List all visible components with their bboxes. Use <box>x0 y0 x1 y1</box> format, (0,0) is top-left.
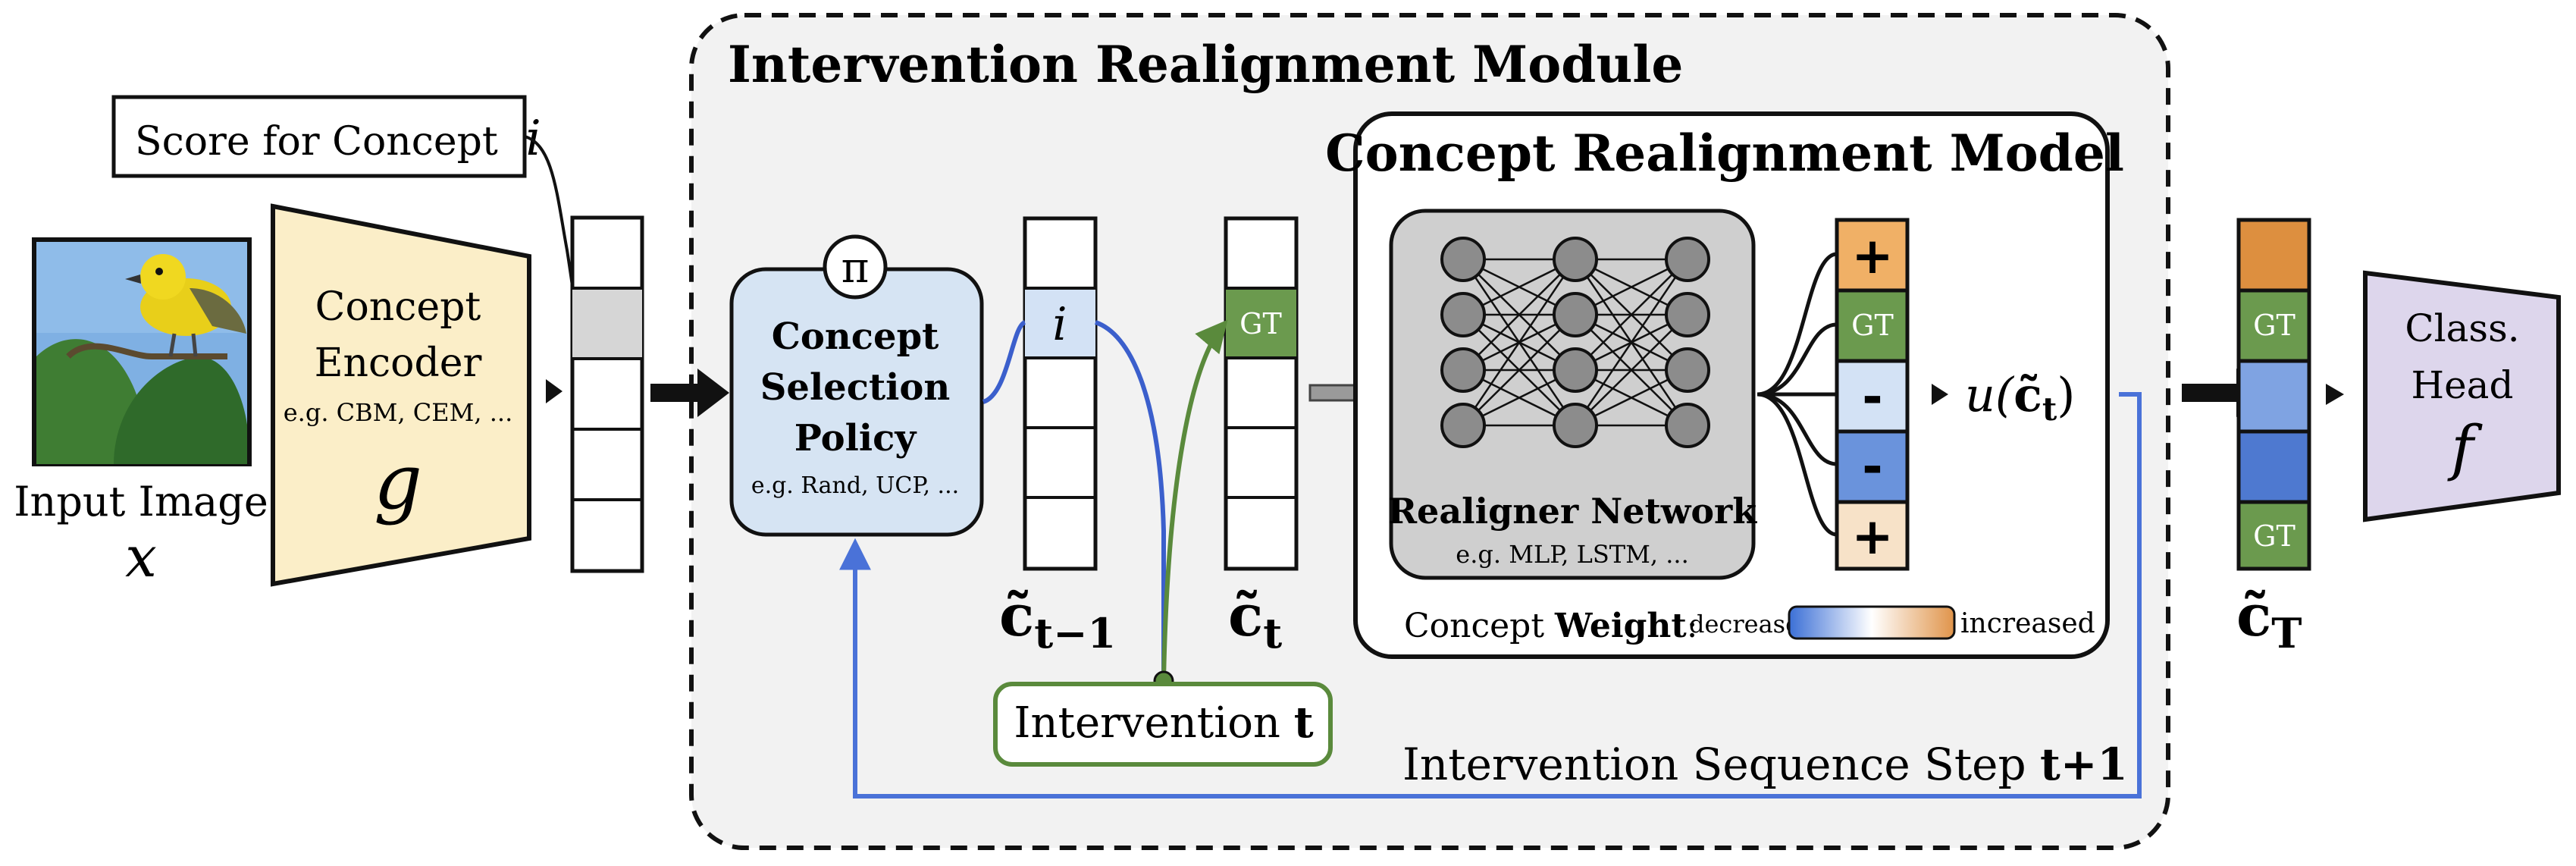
policy-line2: Selection <box>760 366 951 409</box>
final-gt-top: GT <box>2253 309 2296 342</box>
score-label-var: i <box>525 111 541 167</box>
update-cell-4: - <box>1862 438 1882 496</box>
head-arrowhead <box>2326 384 2344 405</box>
input-image-var: x <box>125 525 157 590</box>
score-label-box <box>111 95 527 178</box>
nn-node <box>1440 403 1486 448</box>
update-cell-2: GT <box>1851 309 1894 342</box>
policy-symbol-circle <box>823 234 888 300</box>
nn-node <box>1665 347 1710 393</box>
c-t-gt-label: GT <box>1239 307 1282 340</box>
policy-line3: Policy <box>794 417 918 460</box>
encoder-line1: Concept <box>315 284 481 330</box>
classification-head <box>2363 270 2561 522</box>
nn-edge <box>1575 259 1688 371</box>
cell-i-label: i <box>1052 298 1067 351</box>
concept-vector-t <box>1224 216 1299 571</box>
weight-legend-label: Concept Weight: <box>1404 607 1697 645</box>
concept-encoder <box>271 203 531 587</box>
realignment-model-title: Concept Realignment Model <box>1325 124 2124 183</box>
head-line2: Head <box>2411 363 2513 407</box>
fan-line-2 <box>1757 322 1838 397</box>
update-cell-1: + <box>1851 227 1893 285</box>
intervention-text: Intervention t <box>1014 698 1313 748</box>
nn-edge <box>1462 259 1577 426</box>
weight-increased: increased <box>1960 608 2095 639</box>
update-cell-5: + <box>1851 507 1893 566</box>
initial-concept-vector <box>570 215 644 573</box>
network-examples: e.g. MLP, LSTM, ... <box>1456 540 1688 569</box>
update-vector <box>1835 218 1910 571</box>
intervention-box <box>993 682 1333 767</box>
update-cell-3: - <box>1862 368 1882 426</box>
head-line1: Class. <box>2405 306 2519 350</box>
weight-gradient-bar <box>1788 605 1956 640</box>
c-T-label: c̃T <box>2236 582 2302 657</box>
intervention-to-gt-arrow <box>1161 319 1228 682</box>
nn-node <box>1665 237 1710 282</box>
nn-node <box>1553 292 1598 337</box>
input-image <box>32 237 252 466</box>
nn-node <box>1440 347 1486 393</box>
module-title: Intervention Realignment Module <box>728 35 1683 94</box>
nn-edge <box>1462 259 1576 371</box>
nn-nodes <box>1440 237 1710 448</box>
fan-line-4 <box>1757 392 1838 466</box>
policy-line1: Concept <box>772 315 939 358</box>
final-gt-bottom: GT <box>2253 519 2296 553</box>
final-concept-vector <box>2236 218 2311 571</box>
policy-symbol: π <box>841 243 870 293</box>
update-output: u(c̃t) <box>1965 367 2076 428</box>
nn-edge <box>1462 314 1576 426</box>
nn-node <box>1440 292 1486 337</box>
nn-node <box>1665 403 1710 448</box>
sequence-loop-line <box>839 392 2142 799</box>
network-label: Realigner Network <box>1388 491 1757 532</box>
policy-examples: e.g. Rand, UCP, ... <box>751 472 959 499</box>
cell-to-intervention-curve <box>1094 320 1166 681</box>
score-label-text: Score for Concept i <box>135 111 541 167</box>
nn-edge <box>1574 259 1689 426</box>
encoder-var: g <box>374 438 422 526</box>
encoder-line2: Encoder <box>315 340 482 386</box>
nn-node <box>1553 347 1598 393</box>
encoder-examples: e.g. CBM, CEM, ... <box>284 398 513 427</box>
update-output-arrowhead <box>1932 384 1948 405</box>
module-input-arrow <box>650 369 729 417</box>
input-image-label: Input Image <box>14 478 268 526</box>
encoder-arrowhead <box>546 379 563 403</box>
nn-node <box>1440 237 1486 282</box>
nn-node <box>1553 403 1598 448</box>
policy-to-cell-curve <box>982 320 1026 404</box>
concept-vector-t-minus-1 <box>1023 216 1098 571</box>
fan-line-5 <box>1757 392 1838 537</box>
nn-node <box>1553 237 1598 282</box>
fan-line-1 <box>1757 252 1838 397</box>
nn-edge <box>1575 314 1688 426</box>
sequence-label: Intervention Sequence Step t+1 <box>1402 739 2128 790</box>
nn-node <box>1665 292 1710 337</box>
